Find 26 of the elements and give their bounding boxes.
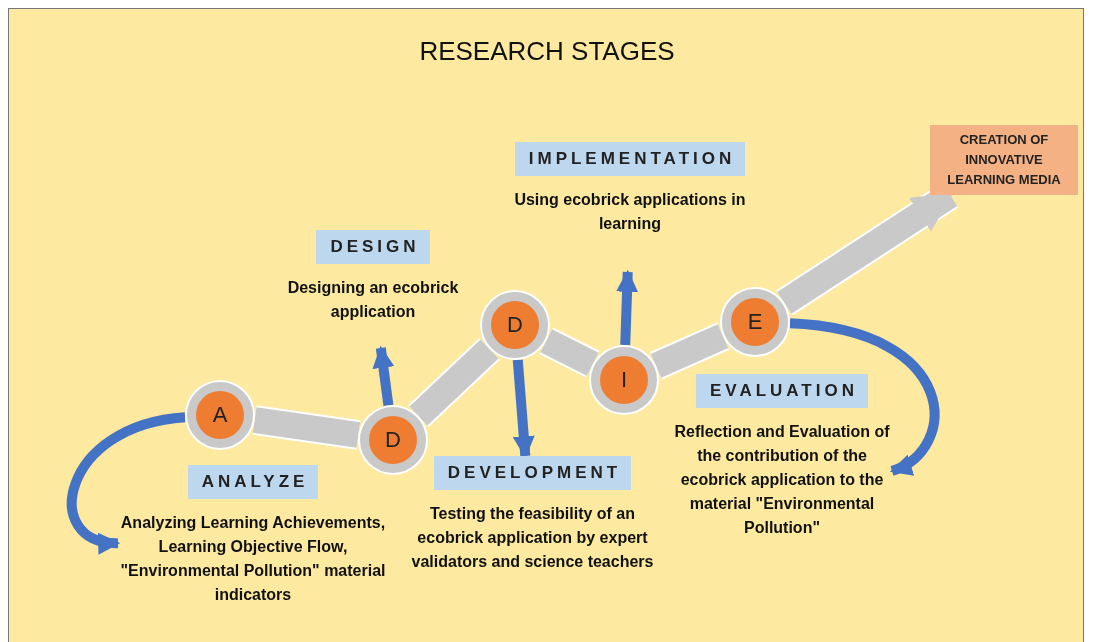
stage-letter: I xyxy=(620,367,628,393)
stage-description: Testing the feasibility of an ecobrick application by expert validators and science teachers xyxy=(410,504,655,572)
path-band xyxy=(649,322,730,380)
stage-heading: DEVELOPMENT xyxy=(433,456,632,490)
arrow xyxy=(67,412,186,552)
path-band xyxy=(539,327,600,378)
stage-heading: IMPLEMENTATION xyxy=(514,142,746,176)
stage-heading: ANALYZE xyxy=(187,465,319,499)
title: RESEARCH STAGES xyxy=(418,36,676,67)
result-box: CREATION OF INNOVATIVE LEARNING MEDIA xyxy=(930,125,1078,195)
arrow xyxy=(372,345,395,406)
arrow xyxy=(512,359,535,459)
stage-letter: D xyxy=(507,312,523,338)
path-band xyxy=(252,405,361,450)
path-band xyxy=(408,338,500,427)
stage-description: Reflection and Evaluation of the contribution of the ecobrick application to the material "Environmental Pollution" xyxy=(673,422,891,538)
stage-description: Analyzing Learning Achievements, Learning Objective Flow, "Environmental Pollution" material indicators xyxy=(119,513,387,605)
stage-heading: DESIGN xyxy=(316,230,430,264)
stage-letter: D xyxy=(385,427,401,453)
stage-letter: E xyxy=(747,309,763,335)
stage-description: Using ecobrick applications in learning xyxy=(513,190,747,234)
stage-description: Designing an ecobrick application xyxy=(286,278,460,322)
arrow xyxy=(616,269,639,346)
stage-letter: A xyxy=(212,402,228,428)
stage-heading: EVALUATION xyxy=(696,374,868,408)
arrow xyxy=(789,318,940,476)
